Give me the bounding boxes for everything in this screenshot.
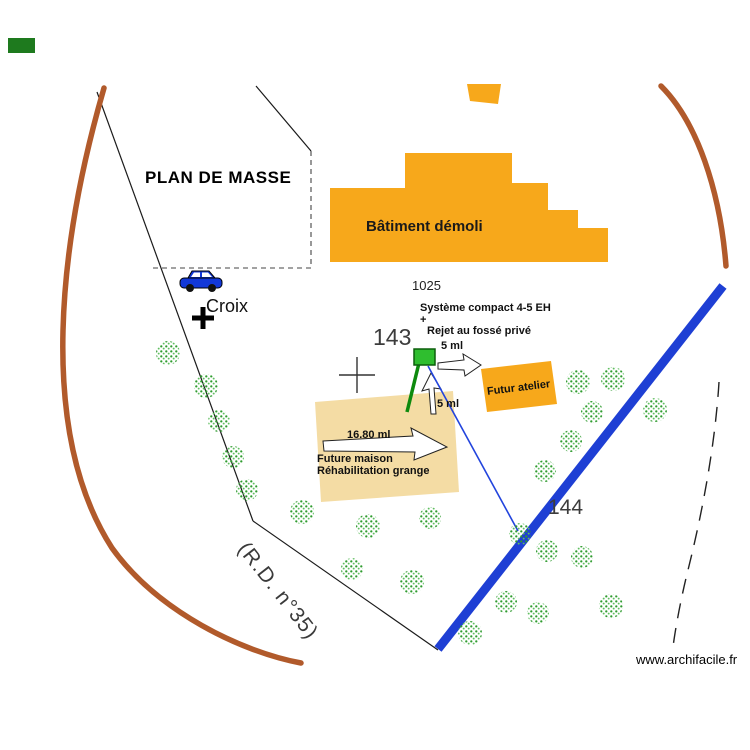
tree: [156, 341, 180, 365]
tree: [536, 540, 558, 562]
parcel-boundary-top: [255, 85, 312, 152]
tree: [356, 514, 380, 538]
car-window-rear: [202, 272, 212, 277]
tree: [222, 446, 244, 468]
building-top-fragment: [467, 84, 501, 104]
legend-swatch: [8, 38, 35, 53]
watermark: www.archifacile.fr: [635, 652, 738, 667]
tree: [571, 546, 593, 568]
tree: [400, 570, 424, 594]
page-title: PLAN DE MASSE: [145, 168, 291, 187]
tree: [458, 621, 482, 645]
building-demolished-shape: [330, 153, 608, 262]
tree: [534, 460, 556, 482]
label-croix: Croix: [206, 296, 248, 316]
length-arrow-16-80: [322, 427, 449, 461]
car-window-front: [191, 272, 200, 277]
tree: [599, 594, 623, 618]
label-rehab-grange: Réhabilitation grange: [317, 465, 429, 477]
compact-system-square: [413, 348, 436, 366]
label-system-plus: +: [420, 314, 426, 326]
car-wheel-rear: [208, 284, 216, 292]
tree: [236, 479, 258, 501]
tree: [601, 367, 625, 391]
pipe-green-line: [405, 362, 421, 413]
label-road-rd35: (R.D. n°35): [233, 538, 323, 644]
dashed-boundary-right: [672, 381, 720, 648]
tree: [419, 507, 441, 529]
tree: [527, 602, 549, 624]
trees-layer: [156, 341, 667, 645]
croix-cross-icon: [192, 307, 214, 329]
tree: [643, 398, 667, 422]
tree: [495, 591, 517, 613]
car-icon: [179, 270, 223, 292]
label-parcel-1025: 1025: [412, 278, 441, 293]
tree: [560, 430, 582, 452]
tree: [341, 558, 363, 580]
survey-cross-icon: [339, 357, 375, 393]
tree: [509, 523, 531, 545]
brown-road-left: [60, 85, 304, 666]
label-building-demolished: Bâtiment démoli: [366, 218, 483, 235]
car-wheel-front: [186, 284, 194, 292]
brown-road-right: [658, 83, 729, 269]
tree: [581, 401, 603, 423]
futur-atelier-shape: [481, 361, 557, 412]
label-parcel-143: 143: [373, 324, 411, 350]
label-5ml-top: 5 ml: [441, 340, 463, 352]
tree: [194, 374, 218, 398]
arrow-to-atelier: [437, 353, 482, 377]
label-5ml-side: 5 ml: [437, 398, 459, 410]
pipe-blue-line: [427, 365, 519, 532]
road-blue-line: [434, 283, 727, 652]
label-system-rejet: Rejet au fossé privé: [427, 325, 531, 337]
parcel-boundary-bottom: [252, 520, 439, 651]
label-future-maison: Future maison: [317, 453, 393, 465]
tree: [290, 500, 314, 524]
label-16-80-ml: 16.80 ml: [347, 429, 390, 441]
label-system: Système compact 4-5 EH: [420, 302, 551, 314]
label-parcel-144: 144: [548, 496, 583, 519]
tree: [208, 410, 230, 432]
tree: [566, 370, 590, 394]
